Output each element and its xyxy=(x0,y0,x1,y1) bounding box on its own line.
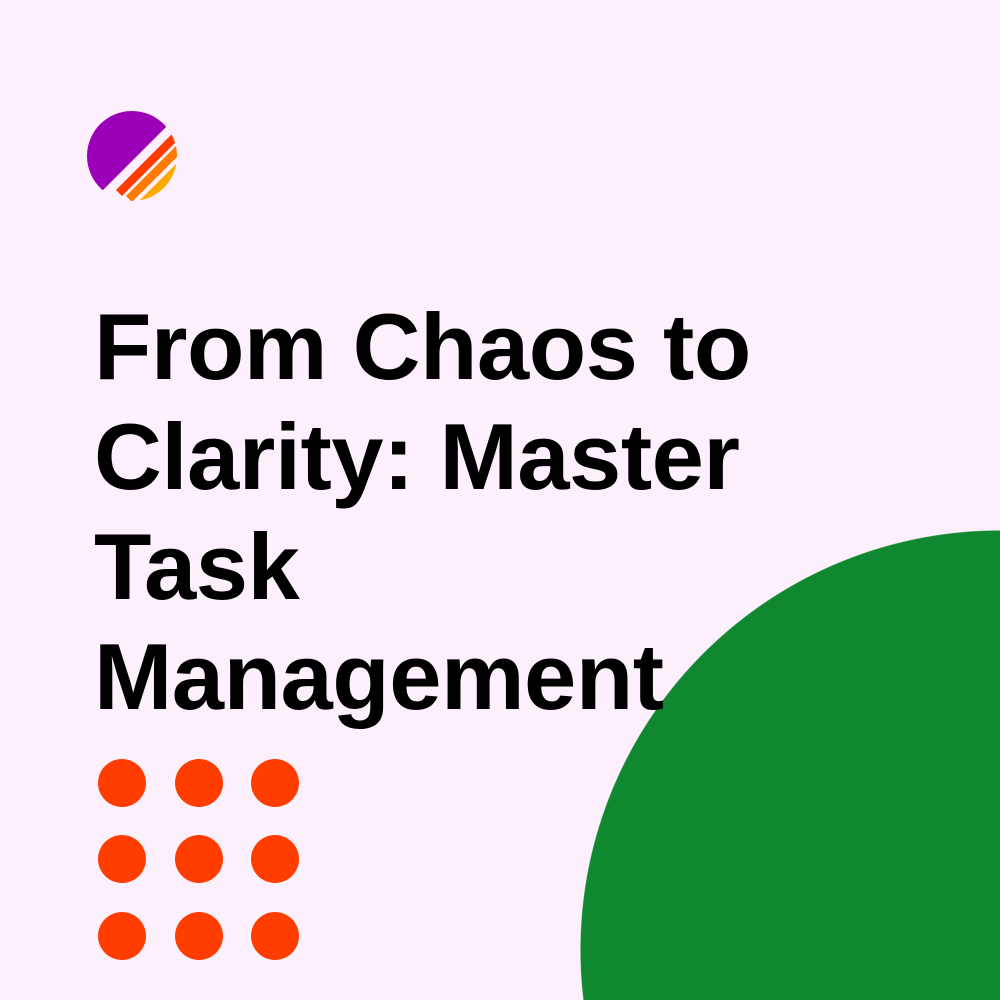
dot xyxy=(175,759,223,807)
dot xyxy=(251,835,299,883)
dot xyxy=(251,759,299,807)
headline-line: Clarity: Master xyxy=(94,404,740,509)
green-circle-decoration xyxy=(580,528,1000,1000)
dot xyxy=(251,912,299,960)
dot xyxy=(98,835,146,883)
dot xyxy=(98,759,146,807)
headline-line: Management xyxy=(94,624,664,729)
logo-icon xyxy=(87,111,177,201)
headline-line: Task xyxy=(94,514,300,619)
headline-line: From Chaos to xyxy=(94,294,751,399)
dot xyxy=(98,912,146,960)
dot xyxy=(175,912,223,960)
headline: From Chaos to Clarity: Master Task Manag… xyxy=(94,292,954,732)
dot xyxy=(175,835,223,883)
